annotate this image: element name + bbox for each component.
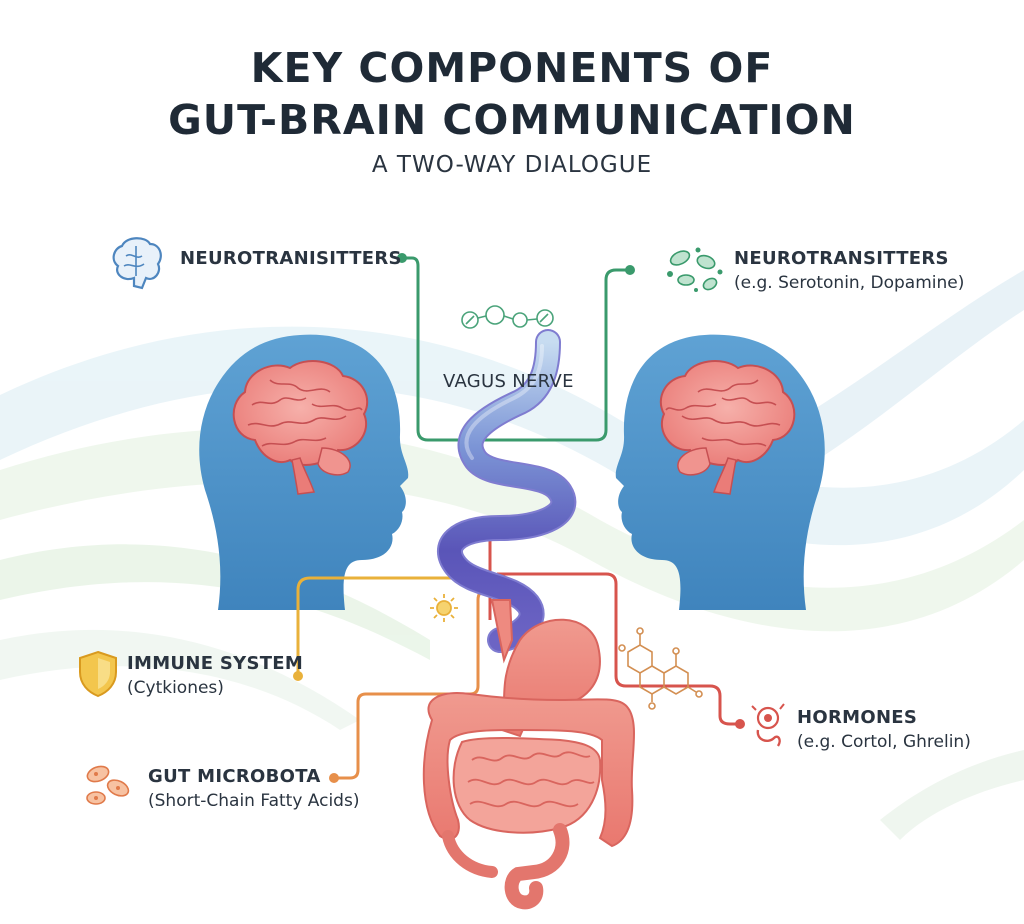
label-detail: (Cytkiones) <box>127 678 224 698</box>
hormones-node <box>735 719 745 729</box>
hormone-structure-icon <box>618 627 703 710</box>
digestive-tract <box>422 599 636 910</box>
label-vagus-nerve: VAGUS NERVE <box>443 371 574 392</box>
label-detail: (Short-Chain Fatty Acids) <box>148 791 360 811</box>
label-title: GUT MICROBOTA <box>148 766 321 787</box>
page-subtitle: A TWO-WAY DIALOGUE <box>371 152 653 178</box>
shield-icon <box>79 650 117 698</box>
label-neurotransmitters-right: NEUROTRANSITTERS (e.g. Serotonin, Dopami… <box>734 248 964 293</box>
page-title-line-1: KEY COMPONENTS OF <box>250 44 774 92</box>
vagus-nerve <box>437 329 577 653</box>
molecule-chain-icon <box>461 305 554 329</box>
left-brain <box>232 360 369 495</box>
right-brain <box>659 360 796 495</box>
microbiota-node <box>329 773 339 783</box>
label-gut-microbiota: GUT MICROBOTA (Short-Chain Fatty Acids) <box>148 766 359 811</box>
page-title-line-2: GUT-BRAIN COMMUNICATION <box>168 96 856 144</box>
label-title: NEUROTRANSITTERS <box>734 248 949 269</box>
brain-icon <box>112 237 162 290</box>
neuro-left-node <box>397 253 407 263</box>
label-title: HORMONES <box>797 707 918 728</box>
microbes-icon <box>667 247 723 292</box>
microbiota-connector-lines <box>336 588 489 780</box>
immune-node <box>293 671 303 681</box>
label-hormones: HORMONES (e.g. Cortol, Ghrelin) <box>797 707 971 752</box>
label-neurotransmitters-left: NEUROTRANISITTERS <box>180 248 402 269</box>
bacteria-icon <box>86 765 130 805</box>
neuro-connector-lines <box>404 256 628 442</box>
hormone-icon <box>751 703 785 747</box>
cytokine-icon <box>430 594 458 622</box>
label-detail: (e.g. Cortol, Ghrelin) <box>797 732 971 752</box>
immune-connector-lines <box>296 576 486 676</box>
label-title: VAGUS NERVE <box>443 371 574 392</box>
label-title: IMMUNE SYSTEM <box>127 653 304 674</box>
neuro-right-node <box>625 265 635 275</box>
label-immune-system: IMMUNE SYSTEM (Cytkiones) <box>127 653 303 698</box>
label-detail: (e.g. Serotonin, Dopamine) <box>734 273 965 293</box>
label-title: NEUROTRANISITTERS <box>180 248 402 269</box>
